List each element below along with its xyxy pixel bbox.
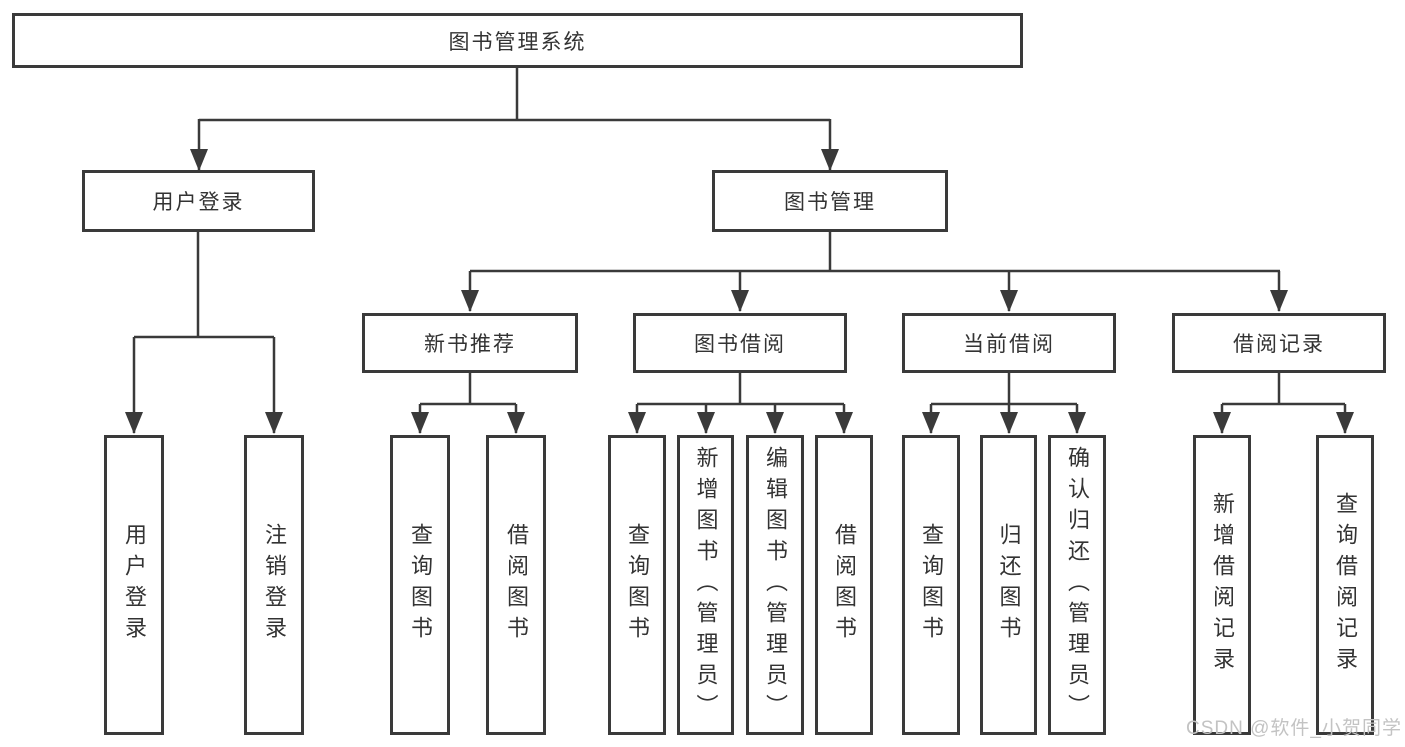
node-user-login: 用户登录 bbox=[82, 170, 315, 232]
leaf-borrow-books-2-label: 借阅图书 bbox=[832, 523, 857, 647]
leaf-borrow-books-1-label: 借阅图书 bbox=[504, 523, 529, 647]
node-borrow-records: 借阅记录 bbox=[1172, 313, 1386, 373]
leaf-borrow-books-1: 借阅图书 bbox=[486, 435, 546, 735]
node-book-borrow-label: 图书借阅 bbox=[694, 333, 786, 356]
edges-book-borrow bbox=[628, 373, 853, 434]
csdn-watermark: CSDN @软件_小贺同学 bbox=[1186, 718, 1402, 739]
node-current-borrow: 当前借阅 bbox=[902, 313, 1116, 373]
leaf-query-books-3: 查询图书 bbox=[902, 435, 960, 735]
edges-borrow-records bbox=[1213, 373, 1354, 434]
node-book-management: 图书管理 bbox=[712, 170, 948, 232]
node-root-label: 图书管理系统 bbox=[448, 30, 587, 54]
leaf-query-books-1: 查询图书 bbox=[390, 435, 450, 735]
leaf-query-borrow-record: 查询借阅记录 bbox=[1316, 435, 1374, 735]
leaf-query-books-1-label: 查询图书 bbox=[408, 523, 433, 647]
leaf-add-borrow-record-label: 新增借阅记录 bbox=[1210, 492, 1235, 678]
leaf-add-borrow-record: 新增借阅记录 bbox=[1193, 435, 1251, 735]
leaf-edit-books-admin-label: 编辑图书（管理员） bbox=[763, 445, 788, 725]
leaf-edit-books-admin: 编辑图书（管理员） bbox=[746, 435, 804, 735]
leaf-query-books-3-label: 查询图书 bbox=[919, 523, 944, 647]
node-book-borrow: 图书借阅 bbox=[633, 313, 847, 373]
leaf-query-borrow-record-label: 查询借阅记录 bbox=[1333, 492, 1358, 678]
edges-user-login bbox=[125, 232, 283, 434]
leaf-user-login: 用户登录 bbox=[104, 435, 164, 735]
leaf-query-books-2: 查询图书 bbox=[608, 435, 666, 735]
edges-new-book-recommend bbox=[411, 373, 525, 434]
edges-book-management bbox=[461, 232, 1288, 312]
edges-current-borrow bbox=[922, 373, 1086, 434]
leaf-return-books-label: 归还图书 bbox=[996, 523, 1022, 647]
leaf-add-books-admin: 新增图书（管理员） bbox=[677, 435, 734, 735]
leaf-user-login-label: 用户登录 bbox=[122, 523, 147, 647]
leaf-logout-label: 注销登录 bbox=[262, 523, 287, 647]
leaf-confirm-return-admin-label: 确认归还（管理员） bbox=[1065, 445, 1090, 725]
node-new-book-recommend: 新书推荐 bbox=[362, 313, 578, 373]
leaf-confirm-return-admin: 确认归还（管理员） bbox=[1048, 435, 1106, 735]
edges-root bbox=[190, 68, 839, 171]
node-new-book-recommend-label: 新书推荐 bbox=[424, 333, 516, 356]
leaf-add-books-admin-label: 新增图书（管理员） bbox=[693, 445, 719, 725]
node-current-borrow-label: 当前借阅 bbox=[963, 333, 1055, 356]
leaf-query-books-2-label: 查询图书 bbox=[625, 523, 650, 647]
leaf-borrow-books-2: 借阅图书 bbox=[815, 435, 873, 735]
node-root: 图书管理系统 bbox=[12, 13, 1023, 68]
leaf-return-books: 归还图书 bbox=[980, 435, 1037, 735]
leaf-logout: 注销登录 bbox=[244, 435, 304, 735]
node-user-login-label: 用户登录 bbox=[152, 191, 245, 214]
node-borrow-records-label: 借阅记录 bbox=[1233, 333, 1325, 356]
node-book-management-label: 图书管理 bbox=[784, 191, 876, 214]
